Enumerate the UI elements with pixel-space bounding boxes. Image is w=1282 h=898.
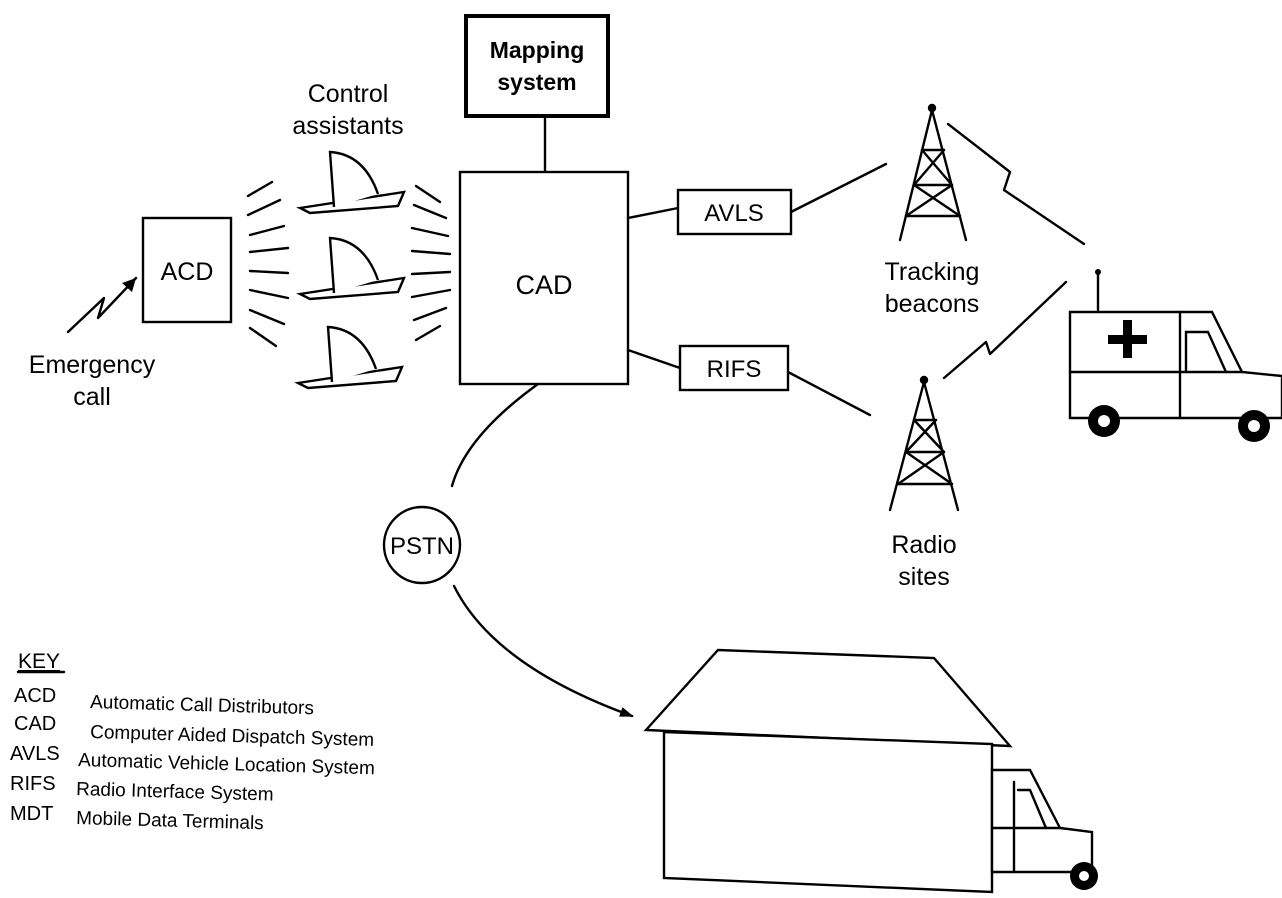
key-title: KEY [18,650,60,673]
emergency-call-signal [68,278,136,332]
console-icon [300,238,404,299]
key-abbr: CAD [14,713,56,735]
mapping-label-line2: system [497,69,576,95]
key-desc: Automatic Call Distributors [90,692,314,719]
rifs-tower-link [788,372,870,415]
key-desc: Mobile Data Terminals [76,808,264,834]
cad-avls-link [628,208,678,218]
tracking-tower-icon [900,105,966,240]
acd-assistant-links [248,182,288,346]
key-abbr: ACD [14,685,56,707]
wireless-link [948,124,1084,244]
acd-node: ACD [143,218,231,322]
emergency-label-line2: call [73,383,111,411]
console-icon [298,327,402,388]
assistant-cad-links [412,186,450,340]
avls-tower-link [791,164,886,212]
radio-tower-icon [890,377,958,510]
pstn-station-link [454,586,632,716]
control-label-line2: assistants [292,112,403,140]
cad-label: CAD [515,270,572,300]
key-abbr: RIFS [10,773,56,795]
rifs-label: RIFS [707,356,762,383]
avls-node: AVLS [678,190,791,234]
key-desc: Automatic Vehicle Location System [78,750,375,779]
radio-label-line1: Radio [891,531,956,559]
mapping-label-line1: Mapping [490,37,585,63]
key-desc: Computer Aided Dispatch System [90,722,375,751]
key-desc: Radio Interface System [76,779,274,806]
mapping-system-node: Mapping system [466,16,608,116]
emergency-label-line1: Emergency [29,351,156,379]
key-abbr: AVLS [10,743,60,765]
console-icon [300,152,404,213]
rifs-node: RIFS [680,346,788,390]
pstn-label: PSTN [390,533,454,560]
station-building-icon [646,650,1098,892]
cad-rifs-link [628,350,680,368]
key-abbr: MDT [10,803,53,825]
tracking-label-line1: Tracking [885,258,980,286]
cad-node: CAD [460,172,628,384]
key-legend: KEY ACD Automatic Call Distributors CAD … [10,650,375,834]
pstn-node: PSTN [384,507,460,583]
acd-label: ACD [161,258,214,286]
tracking-label-line2: beacons [885,290,980,318]
avls-label: AVLS [704,200,764,227]
radio-label-line2: sites [898,563,949,591]
cad-pstn-link [452,384,538,486]
ambulance-icon [1070,269,1282,442]
control-label-line1: Control [308,80,389,108]
